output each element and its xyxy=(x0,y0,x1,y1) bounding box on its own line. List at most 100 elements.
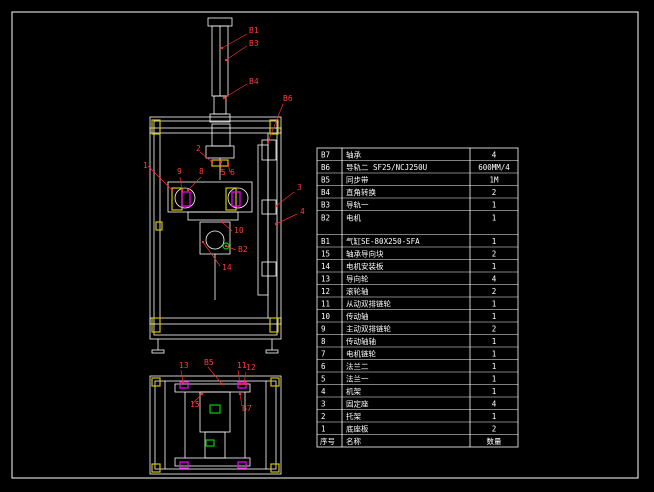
bom-cell-name: 从动双排链轮 xyxy=(346,299,391,309)
bom-cell-name: 托架 xyxy=(346,411,361,421)
callout-dot-b1 xyxy=(220,46,224,50)
bom-cell-no: 14 xyxy=(321,262,331,271)
callout-leader-10 xyxy=(221,221,233,232)
bom-cell-name: 法兰一 xyxy=(346,374,369,384)
bom-cell-qty: 2 xyxy=(492,250,497,259)
bom-header-name: 名称 xyxy=(346,436,361,446)
bom-cell-qty: 1 xyxy=(492,201,497,210)
callout-dot-15 xyxy=(200,392,204,396)
callout-label-b3: B3 xyxy=(249,39,259,48)
bom-cell-qty: 1 xyxy=(492,387,497,396)
bom-cell-qty: 1 xyxy=(492,237,497,246)
bom-cell-no: 10 xyxy=(321,312,331,321)
bom-cell-name: 轴承导向块 xyxy=(346,249,384,259)
callout-dot-1 xyxy=(170,188,174,192)
callout-dot-10 xyxy=(220,220,224,224)
callout-dot-b7 xyxy=(238,392,242,396)
callout-dot-4 xyxy=(274,222,278,226)
bom-cell-name: 同步带 xyxy=(346,176,369,185)
callout-label-1: 1 xyxy=(143,161,148,170)
bom-cell-qty: 1M xyxy=(489,176,499,185)
bom-row: 8 传动轴轴 1 xyxy=(321,336,496,346)
callout-leader-9 xyxy=(179,176,183,191)
bom-row: B3 导轨一 1 xyxy=(321,200,496,210)
callout-leader-2 xyxy=(199,151,213,163)
bom-cell-qty: 1 xyxy=(492,214,497,223)
bom-cell-qty: 2 xyxy=(492,425,497,434)
callout-dot-b4 xyxy=(222,96,226,100)
bom-cell-qty: 1 xyxy=(492,337,497,346)
callout-dot-11 xyxy=(238,382,242,386)
callout-label-10: 10 xyxy=(234,226,244,235)
bom-cell-qty: 1 xyxy=(492,362,497,371)
bom-row: 6 法兰二 1 xyxy=(321,361,496,371)
callout-leader-b7 xyxy=(239,393,243,407)
callout-label-8: 8 xyxy=(199,167,204,176)
callout-dot-b2 xyxy=(224,244,228,248)
bom-cell-name: 主动双排链轮 xyxy=(346,324,391,334)
callout-label-b1: B1 xyxy=(249,26,259,35)
callout-leader-b3 xyxy=(225,45,248,61)
bom-cell-qty: 1 xyxy=(492,300,497,309)
callout-label-b5: B5 xyxy=(204,358,214,367)
callout-dot-b6 xyxy=(266,140,270,144)
callout-dot-12 xyxy=(242,382,246,386)
bom-cell-name: 导轨一 xyxy=(346,200,369,210)
callout-dot-6 xyxy=(226,162,230,166)
bom-cell-no: 3 xyxy=(321,400,326,409)
bom-cell-no: 5 xyxy=(321,375,326,384)
bom-cell-no: B1 xyxy=(321,237,330,246)
callout-label-b7: B7 xyxy=(242,404,252,413)
drive-assembly xyxy=(167,181,253,300)
callout-dot-3 xyxy=(274,204,278,208)
callout-leader-13 xyxy=(180,369,184,383)
callout-leader-3 xyxy=(275,191,295,207)
callout-leader-1 xyxy=(147,165,173,191)
callout-label-b6: B6 xyxy=(283,94,293,103)
bom-cell-name: 传动轴轴 xyxy=(346,336,376,346)
bom-cell-no: 8 xyxy=(321,337,326,346)
bom-cell-qty: 1 xyxy=(492,312,497,321)
callout-label-b2: B2 xyxy=(238,245,248,254)
callout-label-5: 5 xyxy=(221,168,226,177)
bom-header-no: 序号 xyxy=(320,436,335,446)
callout-label-15: 15 xyxy=(190,400,200,409)
bom-table-border xyxy=(316,147,519,448)
callout-leader-11 xyxy=(237,369,241,385)
bom-cell-name: 直角转换 xyxy=(346,187,376,197)
bom-header: 序号 名称 数量 xyxy=(320,436,502,446)
callout-leader-b4 xyxy=(223,83,248,99)
bom-cell-no: 6 xyxy=(321,362,326,371)
top-view xyxy=(149,375,282,475)
callout-label-13: 13 xyxy=(179,361,189,370)
callout-dot-13 xyxy=(181,380,185,384)
bom-header-qty: 数量 xyxy=(487,436,502,446)
colored-parts xyxy=(151,119,279,333)
callout-leader-b2 xyxy=(225,245,237,251)
bom-cell-name: 法兰二 xyxy=(346,361,369,371)
bom-cell-name: 电机安装板 xyxy=(346,261,384,271)
bom-cell-qty: 4 xyxy=(492,400,497,409)
callout-leader-b1 xyxy=(221,33,248,49)
bom-cell-no: B3 xyxy=(321,201,330,210)
callout-label-14: 14 xyxy=(222,263,232,272)
bom-cell-qty: 2 xyxy=(492,188,497,197)
callout-dot-b5 xyxy=(220,382,224,386)
bom-cell-no: B2 xyxy=(321,214,330,223)
cylinder-b1 xyxy=(207,17,233,123)
bom-cell-no: B5 xyxy=(321,176,330,185)
